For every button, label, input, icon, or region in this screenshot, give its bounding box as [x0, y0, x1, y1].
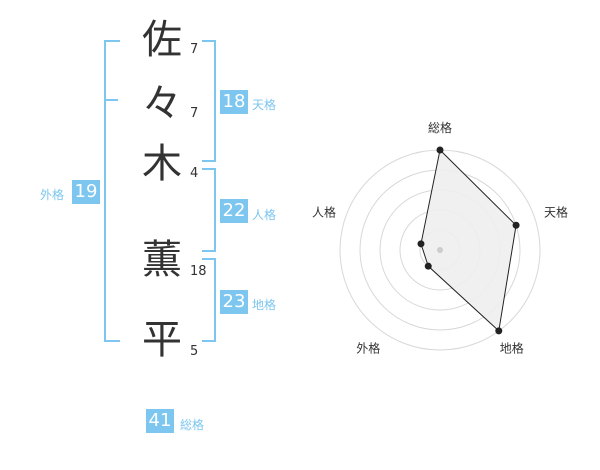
name-char-2: 々 — [142, 81, 182, 127]
radar-axis-label-4: 外格 — [356, 341, 380, 356]
radar-point-2 — [512, 221, 520, 229]
stroke-count-2: 7 — [190, 106, 199, 121]
tenkaku-bracket — [202, 40, 216, 162]
chikaku-label: 地格 — [252, 298, 277, 312]
radar-axis-label-1: 総格 — [428, 120, 452, 135]
radar-point-1 — [436, 146, 444, 154]
tenkaku-label: 天格 — [252, 98, 277, 112]
name-char-4: 薫 — [142, 237, 182, 283]
radar-point-5 — [417, 240, 425, 248]
radar-axis-label-2: 天格 — [544, 204, 568, 219]
chikaku-bracket — [202, 258, 216, 342]
tenkaku-value-badge: 18 — [220, 90, 248, 114]
radar-axis-label-5: 人格 — [312, 204, 336, 219]
radar-point-3 — [495, 327, 503, 335]
stroke-count-3: 4 — [190, 166, 199, 181]
gaikaku-inner-tick — [104, 99, 118, 101]
jinkaku-bracket — [202, 168, 216, 252]
gaikaku-label: 外格 — [40, 188, 65, 202]
jinkaku-label: 人格 — [252, 208, 277, 222]
radar-series-area — [420, 148, 517, 332]
gaikaku-value-badge: 19 — [72, 180, 100, 204]
gaikaku-bracket — [104, 40, 120, 342]
stroke-count-1: 7 — [190, 42, 199, 57]
name-char-1: 佐 — [142, 17, 182, 63]
chikaku-value-badge: 23 — [220, 290, 248, 314]
jinkaku-value-badge: 22 — [220, 199, 248, 223]
radar-center-point — [437, 247, 443, 253]
radar-point-4 — [424, 262, 432, 270]
name-char-5: 平 — [142, 317, 182, 363]
radar-axis-label-3: 地格 — [500, 341, 524, 356]
soukaku-value-badge: 41 — [146, 409, 174, 433]
stroke-count-4: 18 — [190, 264, 207, 279]
soukaku-label: 総格 — [180, 418, 205, 432]
name-char-3: 木 — [142, 141, 182, 187]
stroke-count-5: 5 — [190, 344, 199, 359]
